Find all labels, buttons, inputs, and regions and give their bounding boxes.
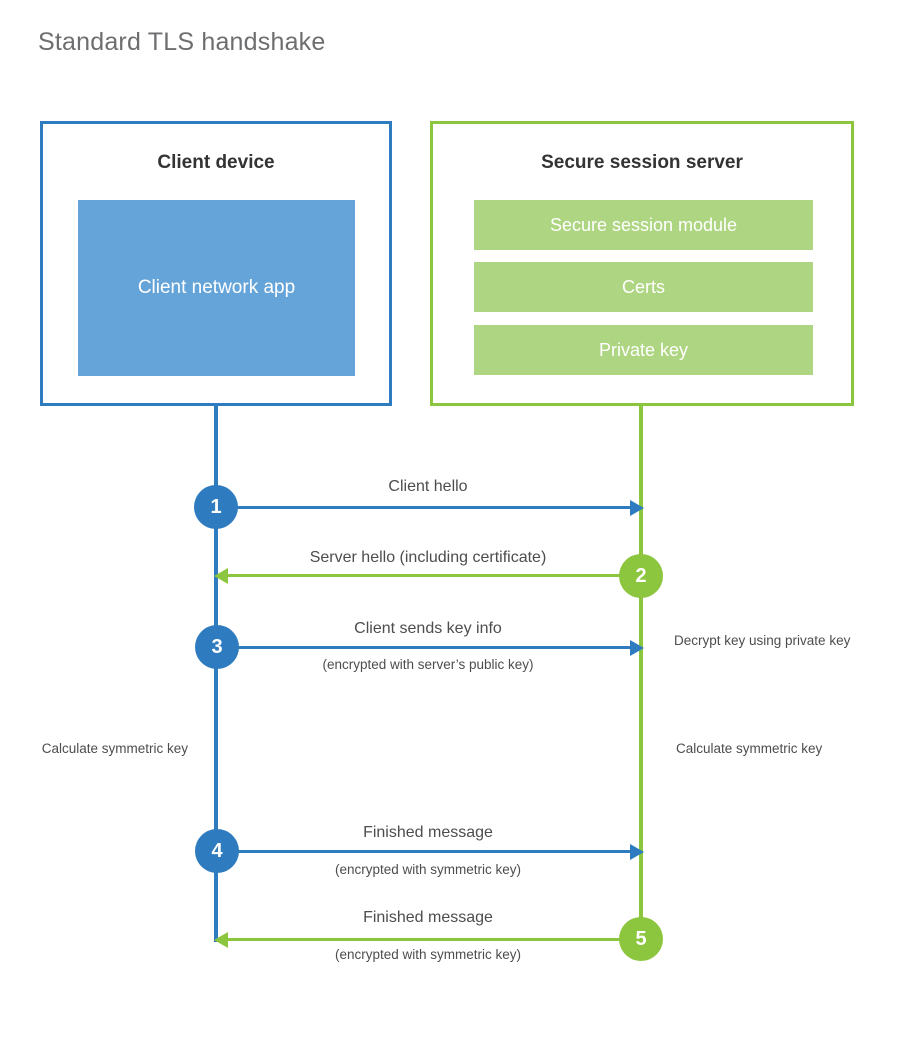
step-4-arrow-head-icon — [630, 844, 644, 860]
step-2-arrow-head-icon — [214, 568, 228, 584]
annotation-client-calculate-symmetric-key: Calculate symmetric key — [41, 741, 188, 756]
step-5-arrow-head-icon — [214, 932, 228, 948]
server-lifeline — [639, 404, 643, 941]
step-4-arrow-line — [218, 850, 634, 853]
step-5-label: Finished message — [363, 909, 493, 926]
step-4-label: Finished message — [363, 824, 493, 841]
server-component-private-key: Private key — [474, 325, 813, 375]
step-2-badge: 2 — [619, 554, 663, 598]
step-4-sublabel: (encrypted with symmetric key) — [334, 862, 522, 877]
step-3-label: Client sends key info — [354, 620, 502, 637]
step-3-arrow-line — [218, 646, 634, 649]
step-5-arrow-line — [226, 938, 641, 941]
client-network-app-block: Client network app — [78, 200, 355, 376]
annotation-server-calculate-symmetric-key: Calculate symmetric key — [676, 741, 823, 756]
server-component-secure-session-module: Secure session module — [474, 200, 813, 250]
secure-session-server-box: Secure session server Secure session mod… — [430, 121, 854, 406]
client-device-box: Client device Client network app — [40, 121, 392, 406]
step-1-badge: 1 — [194, 485, 238, 529]
step-5-badge: 5 — [619, 917, 663, 961]
annotation-decrypt-key: Decrypt key using private key — [674, 633, 851, 648]
step-3-sublabel: (encrypted with server’s public key) — [322, 657, 534, 672]
step-3-badge: 3 — [195, 625, 239, 669]
step-3-arrow-head-icon — [630, 640, 644, 656]
step-1-arrow-head-icon — [630, 500, 644, 516]
step-4-badge: 4 — [195, 829, 239, 873]
secure-session-server-title: Secure session server — [541, 152, 743, 173]
step-2-label: Server hello (including certificate) — [309, 549, 547, 566]
step-2-arrow-line — [226, 574, 641, 577]
server-component-certs: Certs — [474, 262, 813, 312]
step-1-arrow-line — [216, 506, 634, 509]
page-title: Standard TLS handshake — [38, 28, 326, 56]
step-5-sublabel: (encrypted with symmetric key) — [334, 947, 522, 962]
client-device-title: Client device — [157, 152, 275, 173]
step-1-label: Client hello — [388, 478, 468, 495]
client-lifeline — [214, 404, 218, 942]
